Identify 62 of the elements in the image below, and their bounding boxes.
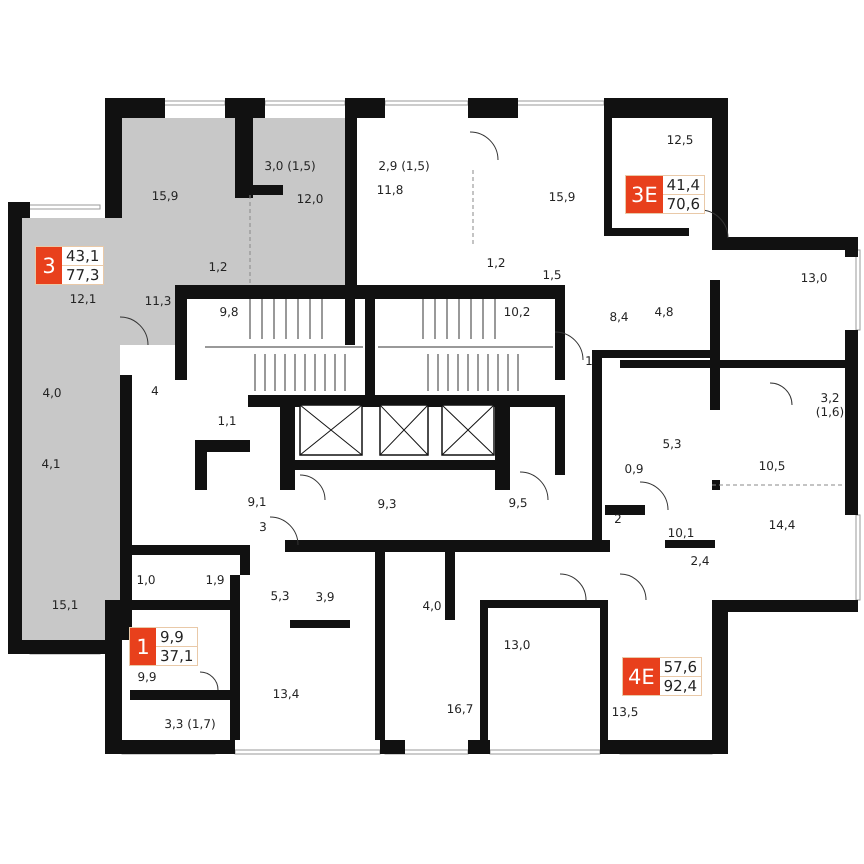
- room-area-label: 9,3: [377, 497, 397, 511]
- room-area-label: 13,0: [504, 638, 530, 652]
- room-area-label: 11,8: [376, 183, 404, 197]
- total-area-value: 37,1: [159, 647, 194, 665]
- room-area-label: 4,0: [422, 599, 442, 613]
- room-area-label: 13,0: [800, 271, 828, 285]
- room-area-label: 12,0: [296, 192, 324, 206]
- room-area-label: 9,9: [137, 670, 157, 684]
- room-area-label: 9,5: [508, 496, 528, 510]
- room-area-label: 3,9: [315, 590, 335, 604]
- living-area-value: 9,9: [156, 628, 198, 647]
- apartment-badge: [622, 657, 702, 696]
- room-area-label: 1,1: [217, 414, 237, 428]
- room-area-label: 4,1: [41, 457, 61, 471]
- apartment-badge: [35, 246, 104, 285]
- apartment-type-badge: 1: [130, 628, 156, 665]
- room-area-label: 1,2: [208, 260, 228, 274]
- apartment-type-badge: 3: [36, 247, 62, 284]
- room-area-label: 1,5: [542, 268, 562, 282]
- room-area-label: 1,2: [486, 256, 506, 270]
- room-area-label: 12,1: [70, 292, 96, 306]
- room-area-label: 11,3: [144, 294, 172, 308]
- room-area-label: 9,1: [247, 495, 267, 509]
- room-area-label: 13,5: [612, 705, 638, 719]
- room-area-label: 1,9: [205, 573, 225, 587]
- room-number: 2: [614, 512, 622, 526]
- room-area-label: 2,4: [690, 554, 710, 568]
- room-area-label: 8,4: [609, 310, 629, 324]
- apartment-badge: [129, 627, 198, 666]
- room-area-label: 12,5: [666, 133, 694, 147]
- room-area-label: 10,5: [758, 459, 786, 473]
- room-area-label: 15,9: [548, 190, 576, 204]
- room-area-label: 1,0: [136, 573, 156, 587]
- room-area-label: 9,8: [219, 305, 239, 319]
- room-area-label: 15,9: [152, 189, 178, 203]
- room-area-label: 16,7: [446, 702, 474, 716]
- room-area-label: 10,1: [668, 526, 694, 540]
- room-area-label: 0,9: [624, 462, 644, 476]
- room-area-label: 3,0 (1,5): [264, 159, 316, 173]
- room-number: 3: [259, 520, 267, 534]
- room-area-label: 3,3 (1,7): [164, 717, 216, 731]
- room-area-label: 5,3: [270, 589, 290, 603]
- room-area-label: 10,2: [504, 305, 530, 319]
- room-number: 1: [585, 354, 593, 368]
- room-area-label: 2,9 (1,5): [378, 159, 430, 173]
- room-area-label: 4: [151, 384, 159, 398]
- living-area-value: 41,4: [662, 176, 704, 195]
- living-area-value: 43,1: [62, 247, 104, 266]
- total-area-value: 92,4: [662, 677, 698, 695]
- room-area-label: 5,3: [662, 437, 682, 451]
- apartment-type-badge: 4E: [623, 658, 660, 695]
- total-area-value: 70,6: [666, 195, 702, 213]
- room-area-label: 4,8: [654, 305, 674, 319]
- apartment-badge: [625, 175, 706, 214]
- room-number: 4,0: [42, 386, 62, 400]
- living-area-value: 57,6: [660, 658, 702, 677]
- room-area-label: 15,1: [52, 598, 78, 612]
- room-area-label: 3,2 (1,6): [814, 391, 846, 419]
- room-area-label: 13,4: [272, 687, 300, 701]
- room-area-label: 14,4: [768, 518, 796, 532]
- total-area-value: 77,3: [65, 266, 100, 284]
- apartment-type-badge: 3E: [626, 176, 663, 213]
